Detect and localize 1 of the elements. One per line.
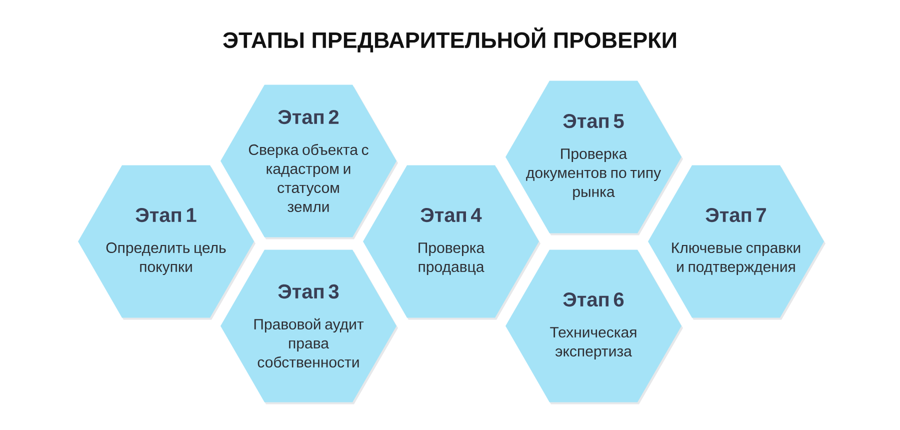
diagram-title: ЭТАПЫ ПРЕДВАРИТЕЛЬНОЙ ПРОВЕРКИ — [223, 28, 676, 52]
